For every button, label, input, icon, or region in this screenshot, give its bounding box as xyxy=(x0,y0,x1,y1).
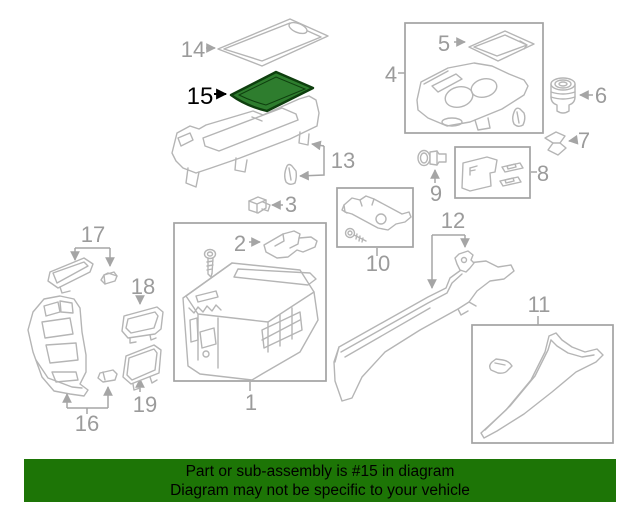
part-11-panel xyxy=(480,332,604,439)
part-13: 13 xyxy=(171,95,355,188)
note-banner: Part or sub-assembly is #15 in diagram D… xyxy=(24,459,616,502)
part-18-bezel xyxy=(121,306,164,339)
banner-line-1: Part or sub-assembly is #15 in diagram xyxy=(185,462,455,480)
part-19-label: 19 xyxy=(133,392,157,417)
part-10-label: 10 xyxy=(366,251,390,276)
part-11-label: 11 xyxy=(528,292,551,317)
part-1-box xyxy=(173,222,327,382)
banner-line-2: Diagram may not be specific to your vehi… xyxy=(170,481,470,499)
part-19-trim xyxy=(122,344,162,385)
part-16-bracket xyxy=(67,407,108,414)
part-5-label: 5 xyxy=(438,31,450,56)
part-12: 12 xyxy=(333,208,515,402)
part-5-lid xyxy=(468,30,535,62)
part-4-details xyxy=(423,70,498,131)
part-8-box xyxy=(454,146,531,199)
part-16-clip xyxy=(97,369,118,383)
part-12-clip xyxy=(454,250,475,273)
part-4-label: 4 xyxy=(385,62,397,87)
part-10-bracket xyxy=(343,195,412,231)
part-8-card xyxy=(461,156,498,192)
part-17: 17 xyxy=(47,222,118,294)
part-14-lid xyxy=(217,18,329,67)
part-11-clip xyxy=(489,358,513,374)
part-16-details xyxy=(35,300,83,389)
part-4-box xyxy=(404,22,544,134)
part-16-label: 16 xyxy=(75,411,99,436)
part-7-arrow xyxy=(568,134,579,145)
part-14-handle-slot xyxy=(288,21,308,35)
part-2-label: 2 xyxy=(234,231,246,256)
part-13-label: 13 xyxy=(331,148,355,173)
part-1-assembly: 1 2 xyxy=(173,222,327,415)
part-14: 14 xyxy=(181,18,329,67)
part-7: 7 xyxy=(544,128,590,156)
part-1-label: 1 xyxy=(245,390,257,415)
part-13-details xyxy=(177,107,310,188)
part-6: 6 xyxy=(550,77,607,114)
part-3-label: 3 xyxy=(285,192,297,217)
part-11-assembly: 11 xyxy=(471,292,614,444)
part-10-bolt-head xyxy=(344,227,356,239)
part-10-details xyxy=(341,198,387,243)
part-15-highlighted: 15 xyxy=(187,70,315,113)
part-6-label: 6 xyxy=(595,83,607,108)
part-2-tray xyxy=(263,230,318,259)
part-17-trim xyxy=(47,257,94,289)
part-8-assembly: 8 xyxy=(454,146,549,199)
part-15-mat xyxy=(229,70,315,113)
part-13-bracket xyxy=(311,140,325,151)
part-12-panel xyxy=(333,260,515,402)
part-18-label: 18 xyxy=(131,274,155,299)
part-8-label: 8 xyxy=(537,161,549,186)
part-9-label: 9 xyxy=(430,181,442,206)
part-13-garnish xyxy=(171,95,320,174)
part-7-label: 7 xyxy=(578,128,590,153)
part-10-box xyxy=(336,187,414,248)
part-17-label: 17 xyxy=(81,222,105,247)
part-10-assembly: 10 xyxy=(336,187,414,276)
part-12-details xyxy=(334,273,477,363)
part-9-body xyxy=(429,150,447,166)
part-11-box xyxy=(471,324,614,444)
part-4-assembly: 4 5 xyxy=(385,22,544,134)
part-12-label: 12 xyxy=(441,208,465,233)
part-1-screw xyxy=(203,248,217,278)
part-16: 16 xyxy=(27,295,118,436)
part-19: 19 xyxy=(122,344,162,417)
part-11-details xyxy=(484,339,595,431)
part-14-label: 14 xyxy=(181,37,205,62)
part-16-cover xyxy=(27,295,89,397)
part-3: 3 xyxy=(248,192,297,217)
part-18: 18 xyxy=(121,274,164,344)
part-1-console-unit xyxy=(182,262,319,381)
part-4-boot xyxy=(512,107,526,127)
part-9: 9 xyxy=(417,149,447,206)
part-15-label: 15 xyxy=(187,83,214,110)
